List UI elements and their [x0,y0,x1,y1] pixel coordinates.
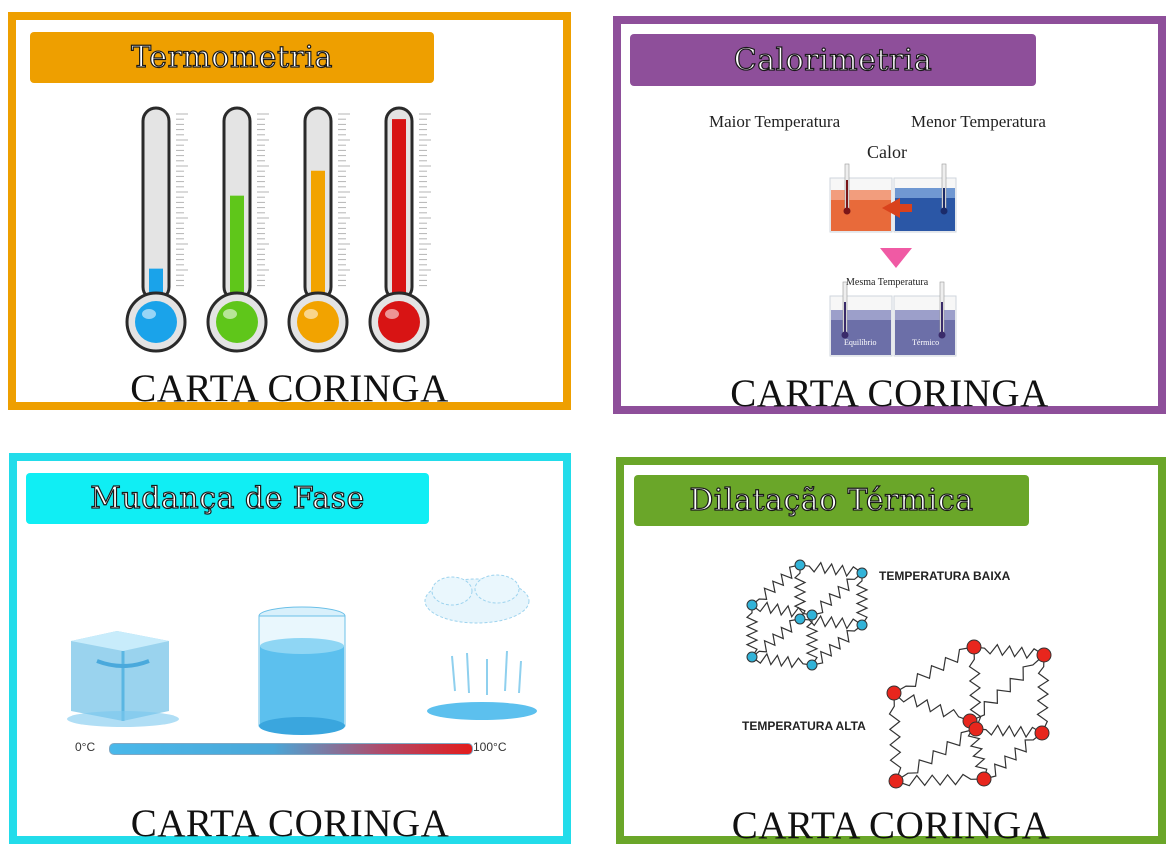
atom-node [1036,647,1052,663]
thermometer-icon [206,106,269,353]
atom-node [968,721,984,737]
card-title-bar: Dilatação Térmica [634,475,1029,526]
atom-node [746,651,758,663]
card-dilatacao-termica[interactable]: Dilatação Térmica TEMPERATURA BAIXA TEMP… [616,457,1166,847]
atom-node [1034,725,1050,741]
thermometer-icon [125,106,188,353]
lattice-illustration [745,559,1052,789]
spring-bond [895,773,985,787]
card-title: Calorimetria [733,42,933,78]
thermometer-icon [368,106,431,353]
spring-bond [805,615,819,666]
card-title-bar: Calorimetria [630,34,1036,86]
spring-bond [751,601,813,618]
equilibrium-label: Equilíbrio [844,338,877,347]
card-termometria[interactable]: Termometria CARTA CORINGA [8,12,571,410]
spring-bond [983,732,1043,780]
spring-bond [751,652,813,669]
spring-bond [811,624,863,666]
card-footer: CARTA CORINGA [730,372,1049,415]
thermometers-illustration [125,106,431,353]
scale-max-label: 100°C [473,740,507,754]
card-title-bar: Mudança de Fase [26,473,429,524]
high-temperature-label: TEMPERATURA ALTA [742,719,866,733]
spring-bond [893,692,971,722]
spring-bond [799,614,863,630]
spring-bond [855,573,869,626]
card-mudanca-de-fase[interactable]: Mudança de Fase [9,453,571,845]
spring-bond [745,605,759,658]
spring-bond [975,724,1043,739]
phase-change-illustration [67,574,537,735]
spring-bond [888,692,902,782]
spring-bond [751,618,801,658]
atom-node [806,609,818,621]
atom-node [806,659,818,671]
atom-node [966,639,982,655]
spring-bond [811,572,863,616]
spring-bond [1036,654,1050,734]
card-title: Dilatação Térmica [689,482,974,518]
card-footer: CARTA CORINGA [130,367,449,410]
spring-bond [973,643,1045,660]
atom-node [856,567,868,579]
thermometer-icon [287,106,350,353]
spring-bond [793,565,807,620]
card-footer: CARTA CORINGA [130,802,450,845]
card-calorimetria[interactable]: Calorimetria Maior Temperatura Menor Tem… [613,16,1166,415]
spring-bond [893,646,975,694]
spring-bond [968,646,982,730]
heat-label: Calor [867,142,907,162]
vapor-cloud-icon [424,574,537,720]
atom-node [856,619,868,631]
same-temperature-label: Mesma Temperatura [846,277,929,288]
low-temperature-label: TEMPERATURA BAIXA [879,569,1011,583]
calorimetry-illustration [829,163,957,357]
spring-bond [895,728,977,782]
atom-node [794,613,806,625]
spring-bond [751,564,801,606]
atom-node [886,685,902,701]
cold-label: Menor Temperatura [911,112,1046,131]
spring-bond [799,561,863,578]
spring-bond [967,720,988,780]
card-footer: CARTA CORINGA [731,804,1051,847]
temperature-scale-bar [109,743,473,755]
scale-min-label: 0°C [75,740,96,754]
water-glass-icon [258,606,346,735]
atom-node [746,599,758,611]
atom-node [888,773,904,789]
ice-cube-icon [67,631,179,727]
card-title: Termometria [130,39,333,75]
spring-bond [969,654,1045,722]
hot-label: Maior Temperatura [709,112,841,131]
card-title-bar: Termometria [30,32,434,83]
atom-node [976,771,992,787]
card-title: Mudança de Fase [90,480,365,516]
thermal-label: Térmico [912,338,940,347]
atom-node [794,559,806,571]
